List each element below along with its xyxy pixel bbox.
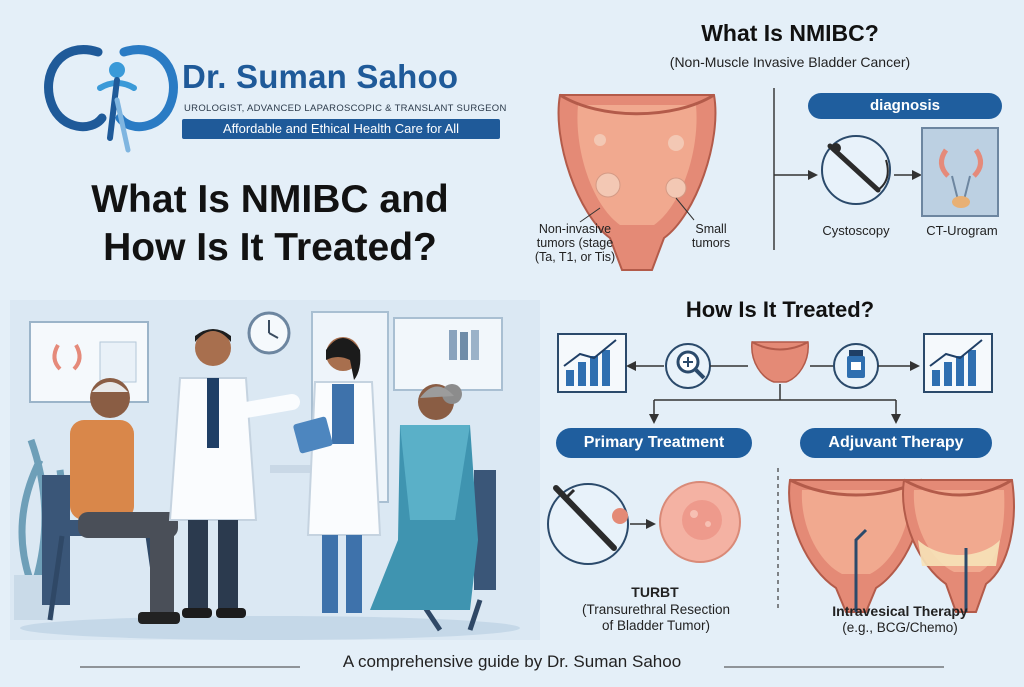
treatment-flow xyxy=(557,333,993,424)
bar-chart-icon xyxy=(557,333,627,393)
brand-tagline: Affordable and Ethical Health Care for A… xyxy=(182,119,500,139)
label-ct-urogram: CT-Urogram xyxy=(926,223,998,238)
bladder-icon xyxy=(751,341,809,383)
label-noninvasive-line1: Non-invasive xyxy=(538,222,612,236)
diagnosis-header: diagnosis xyxy=(808,93,1002,119)
page-title-line2: How Is It Treated? xyxy=(103,226,437,269)
ct-scan-icon xyxy=(921,127,999,217)
turbt-title: TURBT xyxy=(631,584,679,600)
kidney-logo-icon xyxy=(44,45,178,153)
label-small-line2: tumors xyxy=(691,236,731,250)
diagnosis-flow xyxy=(774,127,999,217)
label-noninvasive-line3: (Ta, T1, or Tis) xyxy=(534,250,616,264)
intravesical-illustration xyxy=(788,478,1015,613)
label-noninvasive-tumors: Non-invasive tumors (stage (Ta, T1, or T… xyxy=(520,222,630,264)
cystoscope-icon xyxy=(821,135,891,205)
label-noninvasive-line2: tumors (stage xyxy=(536,236,614,250)
primary-treatment-header: Primary Treatment xyxy=(556,428,752,458)
medicine-bottle-icon xyxy=(833,343,879,389)
magnifier-plus-icon xyxy=(665,343,711,389)
turbt-desc-line2: of Bladder Tumor) xyxy=(601,618,711,633)
label-small-tumors: Small tumors xyxy=(676,222,746,250)
bladder-tumor-illustration xyxy=(557,93,717,271)
footer-credit: A comprehensive guide by Dr. Suman Sahoo xyxy=(342,652,682,671)
label-cystoscopy: Cystoscopy xyxy=(822,223,890,238)
turbt-description: (Transurethral Resection of Bladder Tumo… xyxy=(566,602,746,634)
brand-subtitle: UROLOGIST, ADVANCED LAPAROSCOPIC & TRANS… xyxy=(184,103,507,114)
bar-chart-icon xyxy=(923,333,993,393)
label-small-line1: Small xyxy=(695,222,727,236)
what-section-title: What Is NMIBC? xyxy=(701,20,879,46)
brand-name: Dr. Suman Sahoo xyxy=(182,58,459,95)
page-title: What Is NMIBC and How Is It Treated? xyxy=(20,176,520,272)
turbt-desc-line1: (Transurethral Resection xyxy=(581,602,731,617)
intravesical-description: (e.g., BCG/Chemo) xyxy=(842,620,958,635)
what-section-subtitle: (Non-Muscle Invasive Bladder Cancer) xyxy=(669,54,911,70)
turbt-illustration xyxy=(547,481,741,565)
treated-section-title: How Is It Treated? xyxy=(685,297,875,322)
adjuvant-therapy-header: Adjuvant Therapy xyxy=(800,428,992,458)
page-title-line1: What Is NMIBC and xyxy=(91,178,449,221)
intravesical-title: Intravesical Therapy xyxy=(832,603,968,619)
clinic-scene xyxy=(10,300,540,640)
